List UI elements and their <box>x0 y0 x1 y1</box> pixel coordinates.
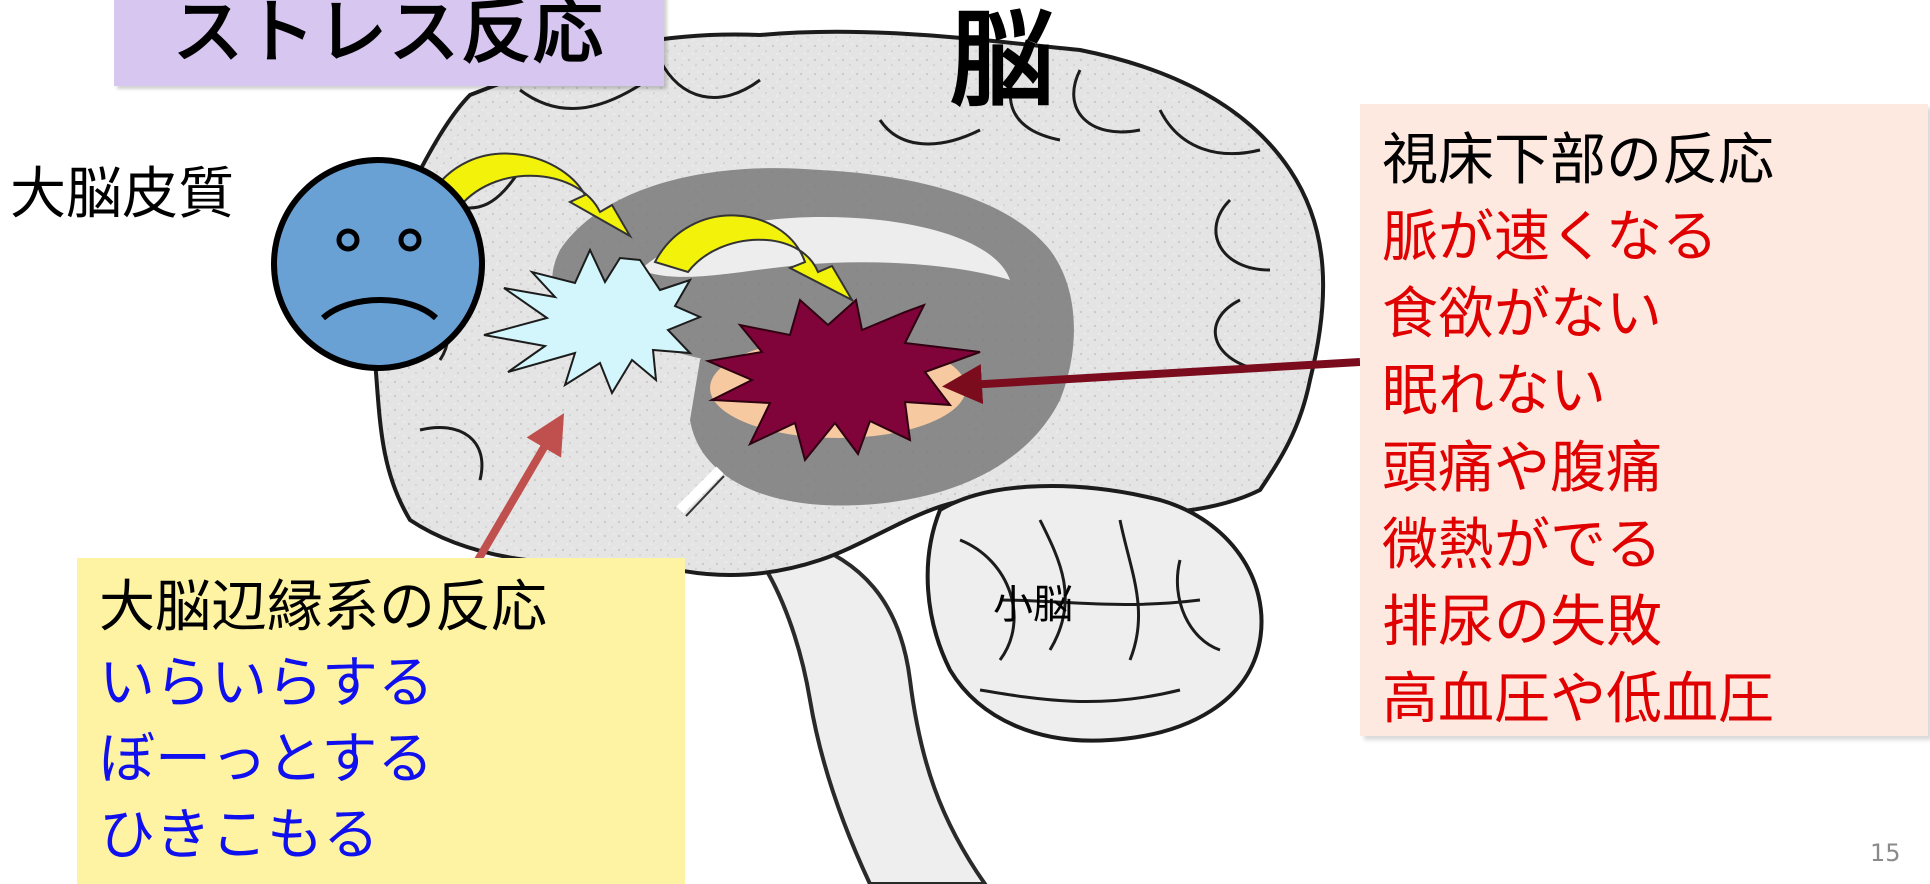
hypothalamus-item: 食欲がない <box>1382 276 1928 353</box>
hypothalamus-item: 高血圧や低血圧 <box>1382 661 1928 738</box>
hypothalamus-item: 頭痛や腹痛 <box>1382 430 1928 507</box>
limbic-item: ひきこもる <box>99 798 685 874</box>
hypothalamus-title: 視床下部の反応 <box>1382 122 1928 199</box>
brain-label: 脳 <box>950 0 1054 120</box>
hypothalamus-response-box: 視床下部の反応 脈が速くなる 食欲がない 眠れない 頭痛や腹痛 微熱がでる 排尿… <box>1360 104 1928 736</box>
cerebellum-label: 小脳 <box>993 580 1073 630</box>
page-number: 15 <box>1870 838 1901 868</box>
limbic-item: いらいらする <box>99 646 685 722</box>
cortex-label: 大脳皮質 <box>10 160 234 230</box>
hypothalamus-item: 脈が速くなる <box>1382 199 1928 276</box>
hypothalamus-item: 排尿の失敗 <box>1382 584 1928 661</box>
limbic-response-box: 大脳辺縁系の反応 いらいらする ぼーっとする ひきこもる <box>77 558 685 884</box>
slide-title: ストレス反応 <box>114 0 664 86</box>
limbic-title: 大脳辺縁系の反応 <box>99 570 685 646</box>
limbic-item: ぼーっとする <box>99 722 685 798</box>
hypothalamus-item: 微熱がでる <box>1382 507 1928 584</box>
hypothalamus-item: 眠れない <box>1382 353 1928 430</box>
sad-face-icon <box>274 160 482 368</box>
